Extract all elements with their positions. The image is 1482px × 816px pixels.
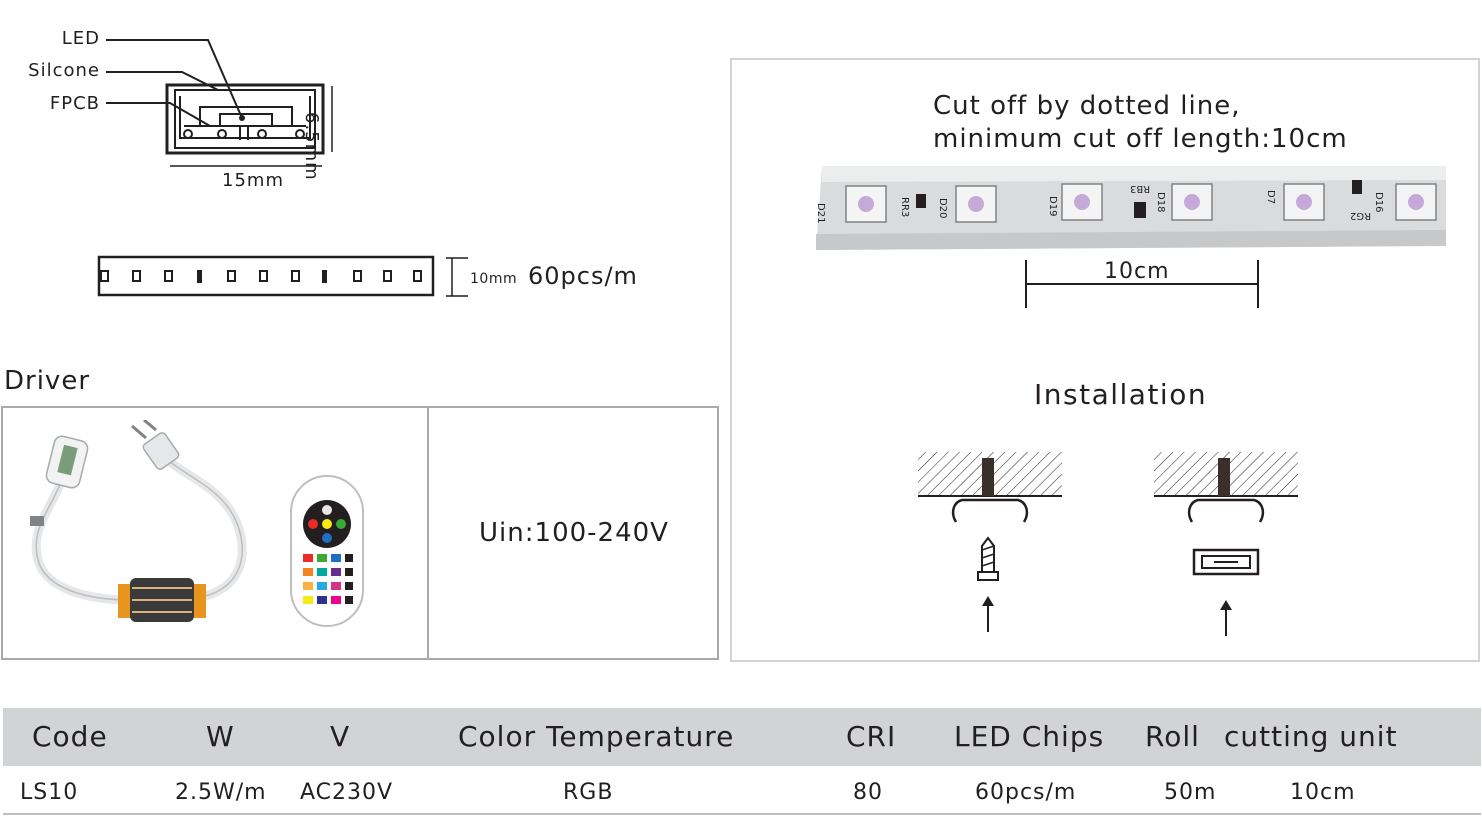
cut-instruction-line-1: Cut off by dotted line,: [933, 91, 1241, 121]
profile-cross-section-diagram: [106, 39, 333, 167]
chip-label-d18: D18: [1155, 192, 1166, 213]
chip-label-rb3: RB3: [1130, 183, 1151, 194]
cut-instruction-line-2: minimum cut off length:10cm: [933, 124, 1348, 154]
spec-cell-led-chips: 60pcs/m: [975, 780, 1077, 805]
chip-label-rr3: RR3: [899, 197, 910, 218]
spec-cell-cri: 80: [853, 780, 883, 805]
led-strip-photo: [816, 166, 1446, 250]
spec-header-w: W: [206, 720, 235, 753]
spec-header-color-temperature: Color Temperature: [458, 720, 735, 753]
chip-label-d16: D16: [1373, 192, 1384, 213]
strip-top-view-diagram: [97, 255, 468, 297]
spec-header-code: Code: [32, 720, 108, 753]
callout-fpcb: FPCB: [49, 93, 100, 114]
spec-header-led-chips: LED Chips: [954, 720, 1105, 753]
callout-led: LED: [61, 28, 100, 49]
spec-cell-color-temperature: RGB: [563, 780, 614, 805]
driver-divider: [427, 406, 429, 660]
strip-density-label: 60pcs/m: [528, 262, 638, 290]
remote-control-illustration: [290, 475, 364, 627]
spec-table-bottom-rule: [3, 813, 1481, 815]
driver-input-voltage: Uin:100-240V: [479, 518, 669, 548]
spec-header-v: V: [330, 720, 351, 753]
chip-label-d21: D21: [815, 203, 826, 224]
spec-cell-roll: 50m: [1164, 780, 1217, 805]
cut-instruction: Cut off by dotted line, minimum cut off …: [933, 90, 1348, 156]
chip-label-d19: D19: [1047, 196, 1058, 217]
spec-cell-w: 2.5W/m: [175, 780, 267, 805]
installation-screw-diagram: [918, 452, 1062, 632]
installation-clip-diagram: [1154, 452, 1298, 636]
spec-cell-code: LS10: [20, 780, 79, 805]
cut-length-label: 10cm: [1104, 259, 1170, 284]
chip-label-d7: D7: [1265, 190, 1276, 205]
spec-header-cutting-unit: cutting unit: [1224, 720, 1398, 753]
spec-cell-cutting-unit: 10cm: [1290, 780, 1356, 805]
driver-frame: [1, 406, 719, 660]
installation-title: Installation: [1034, 378, 1208, 411]
profile-height-label: 6.5mm: [301, 112, 322, 181]
driver-controller-illustration: [30, 420, 247, 622]
spec-table-header: [3, 708, 1481, 766]
chip-label-d20: D20: [937, 198, 948, 219]
cut-install-panel: [730, 58, 1480, 662]
cut-length-dimension: [1025, 260, 1259, 308]
spec-header-roll: Roll: [1145, 720, 1200, 753]
spec-cell-v: AC230V: [300, 780, 394, 805]
spec-header-cri: CRI: [846, 720, 897, 753]
strip-width-label: 10mm: [470, 271, 518, 287]
chip-label-rg2: RG2: [1350, 210, 1372, 221]
callout-silicone: Silcone: [28, 60, 100, 81]
profile-width-label: 15mm: [222, 170, 284, 191]
driver-title: Driver: [4, 366, 91, 396]
